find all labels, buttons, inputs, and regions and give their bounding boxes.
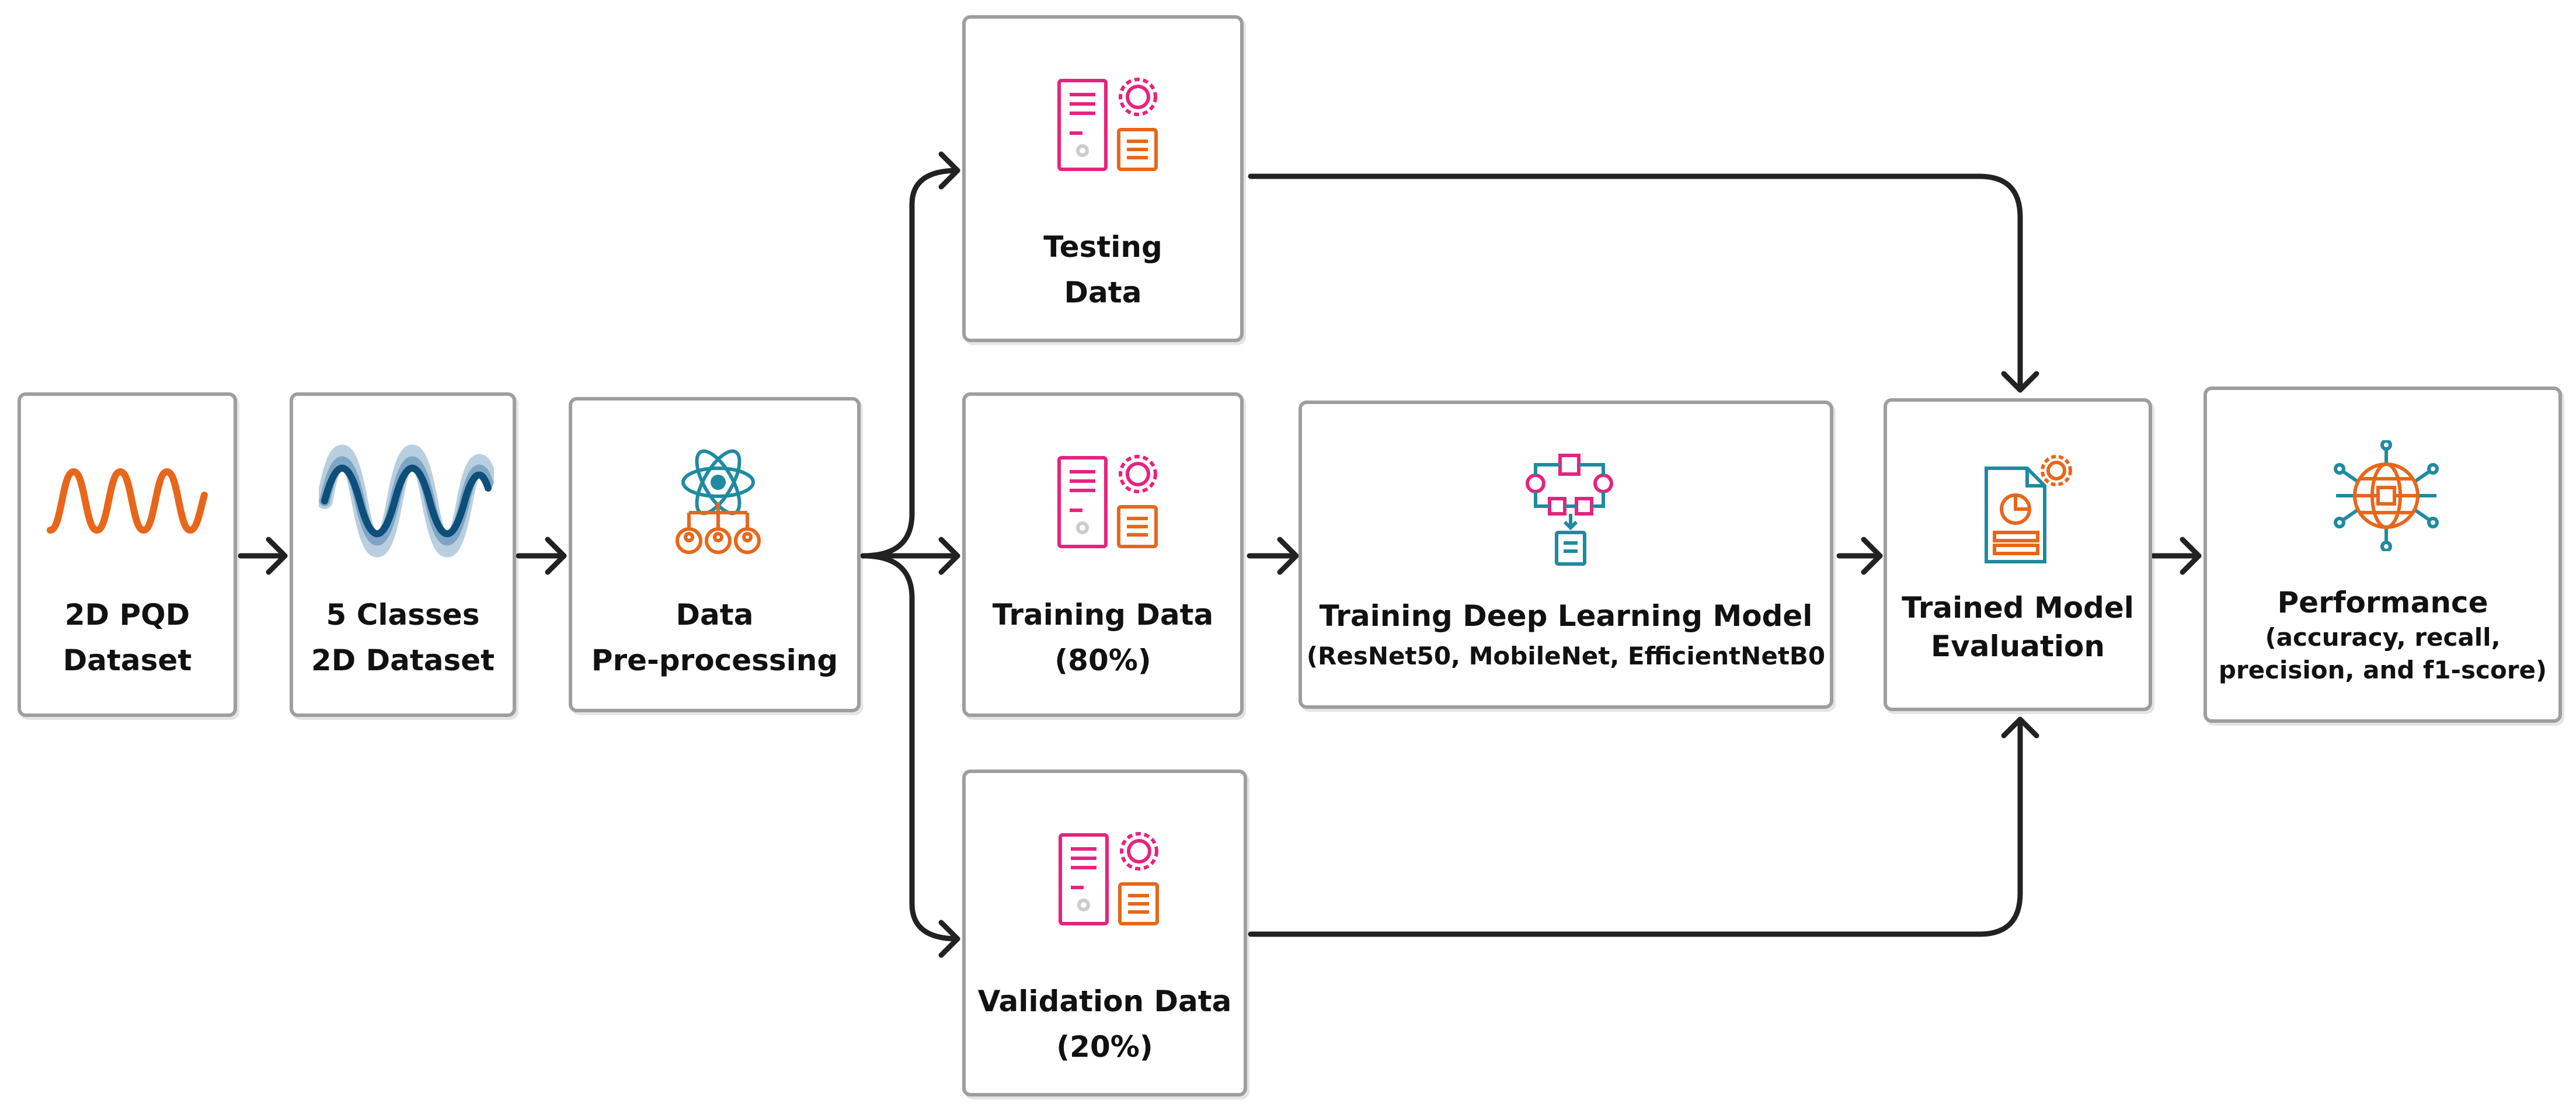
label-line-2: Dataset: [62, 643, 192, 677]
network-flow-icon: [1526, 454, 1613, 566]
node-trained-model-evaluation: Trained Model Evaluation: [1884, 398, 2152, 711]
label-line-1: Performance: [2277, 586, 2488, 619]
label-line-1: Training Data: [992, 598, 1214, 632]
server-gear-icon: [1059, 832, 1159, 925]
label-line-1: Trained Model: [1902, 591, 2134, 625]
atom-users-icon: [676, 449, 761, 554]
label-line-2: 2D Dataset: [311, 643, 495, 677]
node-label: Training Deep Learning Model (ResNet50, …: [1302, 593, 1830, 674]
sine-wave-icon: [47, 468, 208, 534]
node-label: Validation Data (20%): [966, 979, 1244, 1070]
node-training-deep-learning-model: Training Deep Learning Model (ResNet50, …: [1299, 401, 1833, 709]
arrow-testing-to-evaluation: [1248, 173, 2023, 393]
label-line-1: Testing: [1043, 230, 1162, 264]
node-5-classes-2d-dataset: 5 Classes 2D Dataset: [290, 392, 516, 717]
multi-wave-icon: [319, 444, 494, 558]
node-data-preprocessing: Data Pre-processing: [569, 397, 861, 712]
label-line-3: precision, and f1-score): [2218, 656, 2547, 684]
node-label: 5 Classes 2D Dataset: [293, 592, 513, 683]
node-label: Testing Data: [966, 224, 1240, 315]
node-testing-data: Testing Data: [962, 15, 1244, 342]
node-2d-pqd-dataset: 2D PQD Dataset: [18, 392, 237, 717]
label-line-2: (accuracy, recall,: [2265, 623, 2501, 652]
label-line-2: (ResNet50, MobileNet, EfficientNetB0: [1306, 642, 1826, 670]
label-line-2: Pre-processing: [591, 643, 838, 677]
server-gear-icon: [1057, 78, 1158, 171]
node-validation-data: Validation Data (20%): [962, 770, 1247, 1096]
node-label: Trained Model Evaluation: [1887, 589, 2149, 666]
label-line-1: 2D PQD: [64, 598, 190, 632]
node-label: 2D PQD Dataset: [21, 592, 234, 683]
label-line-1: Validation Data: [977, 984, 1232, 1018]
label-line-1: 5 Classes: [326, 598, 480, 632]
arrow-validation-to-evaluation: [1248, 716, 2023, 937]
label-line-2: Evaluation: [1931, 629, 2105, 663]
node-label: Performance (accuracy, recall, precision…: [2207, 584, 2558, 687]
node-label: Training Data (80%): [966, 592, 1240, 683]
node-label: Data Pre-processing: [572, 592, 857, 683]
node-performance: Performance (accuracy, recall, precision…: [2203, 387, 2562, 723]
node-training-data: Training Data (80%): [962, 392, 1244, 717]
label-line-1: Training Deep Learning Model: [1319, 599, 1813, 633]
label-line-2: Data: [1064, 276, 1142, 309]
label-line-2: (80%): [1054, 643, 1151, 677]
globe-network-icon: [2334, 440, 2439, 551]
server-gear-icon: [1057, 455, 1158, 548]
arrow-preprocess-to-testing: [860, 168, 960, 559]
arrow-preprocess-to-validation: [860, 553, 960, 942]
label-line-2: (20%): [1056, 1030, 1153, 1064]
report-gear-icon: [1985, 455, 2072, 563]
label-line-1: Data: [676, 598, 754, 632]
